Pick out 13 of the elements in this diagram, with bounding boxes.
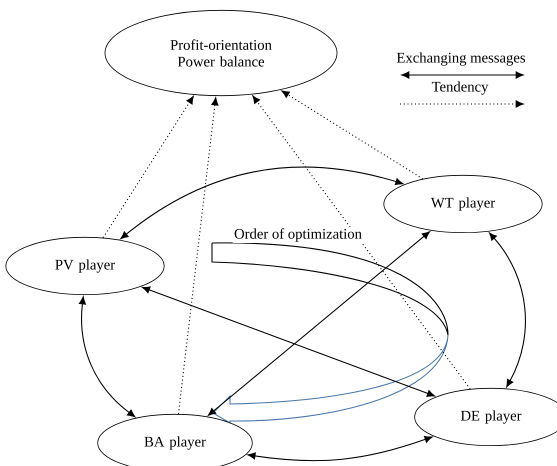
arrow [208,231,430,416]
arrow [102,96,194,238]
arrow [281,90,424,180]
legend-text: Tendency [432,81,488,95]
legend-text: Exchanging messages [396,52,526,66]
arrow [252,96,471,390]
arrow [142,286,435,397]
arrow [120,166,404,240]
arrow [248,436,432,462]
arrow [489,232,526,388]
arrow [178,97,218,414]
arrow [78,296,136,418]
label: Order of optimization [232,226,364,244]
